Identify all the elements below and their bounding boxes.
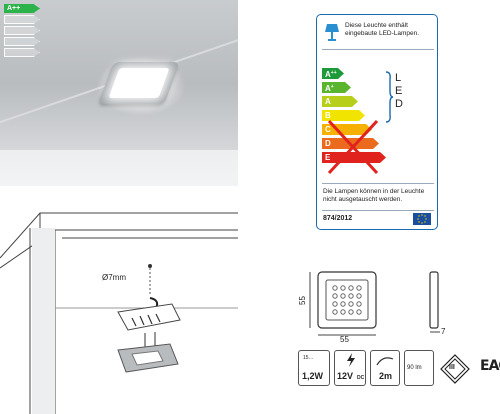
energy-class-letter: A (325, 84, 331, 93)
led-chips (131, 313, 161, 327)
label-divider (322, 49, 434, 50)
regulation-number: 874/2012 (323, 215, 353, 222)
power-header: 15… (303, 355, 314, 361)
energy-class-sup: + (330, 84, 334, 90)
eac-mark: EAC (480, 358, 500, 374)
protection-class-icon (440, 354, 470, 384)
label-note-builtin: Diese Leuchte enthält eingebaute LED-Lam… (345, 22, 420, 37)
energy-class-bar: B (322, 110, 365, 121)
voltage-suffix: DC (357, 375, 365, 381)
mini-energy-bar (4, 26, 40, 35)
power-icon: 15… 1,2W (298, 350, 330, 386)
wall-surface (0, 150, 238, 186)
installation-diagram: Ø7mm (0, 212, 238, 414)
energy-class-sup: ++ (330, 70, 337, 76)
energy-class-letter: B (325, 111, 331, 120)
height-value: 55 (298, 296, 307, 305)
voltage-icon: 12V DC (334, 350, 366, 386)
mini-energy-bar-active: A++ (4, 4, 40, 13)
cabinet-side (32, 228, 55, 414)
lumen-icon: 90 lm (404, 350, 434, 386)
voltage-value: 12V (337, 371, 354, 381)
led-letter: L (395, 72, 402, 84)
led-letter: D (395, 98, 403, 110)
energy-class-letter: A (325, 70, 331, 79)
front-view-inner (325, 279, 369, 321)
front-view-outline (317, 271, 377, 329)
led-grid (332, 285, 362, 315)
led-letters: L E D (395, 72, 403, 111)
width-value: 55 (340, 335, 349, 342)
drill-hole (148, 264, 152, 268)
mini-energy-bar (4, 37, 40, 46)
energy-class-letter: C (325, 125, 331, 134)
energy-class-bar: A+ (322, 82, 351, 93)
cable-length-icon: 2m (370, 350, 400, 386)
cable-value: 2m (379, 371, 393, 381)
protection-class-value: III (449, 364, 455, 371)
energy-class-letter: E (325, 153, 331, 162)
mini-energy-bar (4, 48, 40, 57)
cross-out-icon (327, 119, 379, 175)
mini-energy-bar (4, 15, 40, 24)
energy-class-letter: A (325, 97, 331, 106)
energy-class-bar: E (322, 152, 386, 163)
dimension-drawing: 55 55 7 (298, 271, 446, 342)
label-divider (322, 183, 434, 184)
power-value: 1,2W (302, 371, 324, 381)
brace-icon (385, 71, 394, 123)
hole-diameter-label: Ø7mm (102, 273, 126, 282)
eu-flag-icon (413, 213, 431, 225)
energy-class-bar: A++ (322, 68, 344, 79)
label-note-not-replaceable: Die Lampen können in der Leuchte nicht a… (323, 188, 425, 203)
energy-class-bar: A (322, 96, 358, 107)
product-photo: A++ (0, 0, 238, 186)
side-view-outline (429, 271, 439, 329)
lamp-icon (325, 24, 339, 41)
led-letter: E (395, 85, 403, 97)
screws (144, 332, 156, 348)
cable-icon (376, 357, 394, 366)
lumen-value: 90 lm (407, 365, 422, 371)
spec-icons: 15… 1,2W 12V DC 2m 90 lm III EAC (298, 350, 500, 390)
depth-value: 7 (441, 327, 446, 336)
lamp-diffuser (131, 350, 164, 366)
lightning-icon (347, 353, 355, 367)
energy-class-bar: C (322, 124, 372, 135)
mini-energy-label: A++ (4, 4, 40, 59)
energy-label: Diese Leuchte enthält eingebaute LED-Lam… (316, 14, 438, 230)
energy-class-letter: D (325, 139, 331, 148)
label-divider (322, 210, 434, 211)
